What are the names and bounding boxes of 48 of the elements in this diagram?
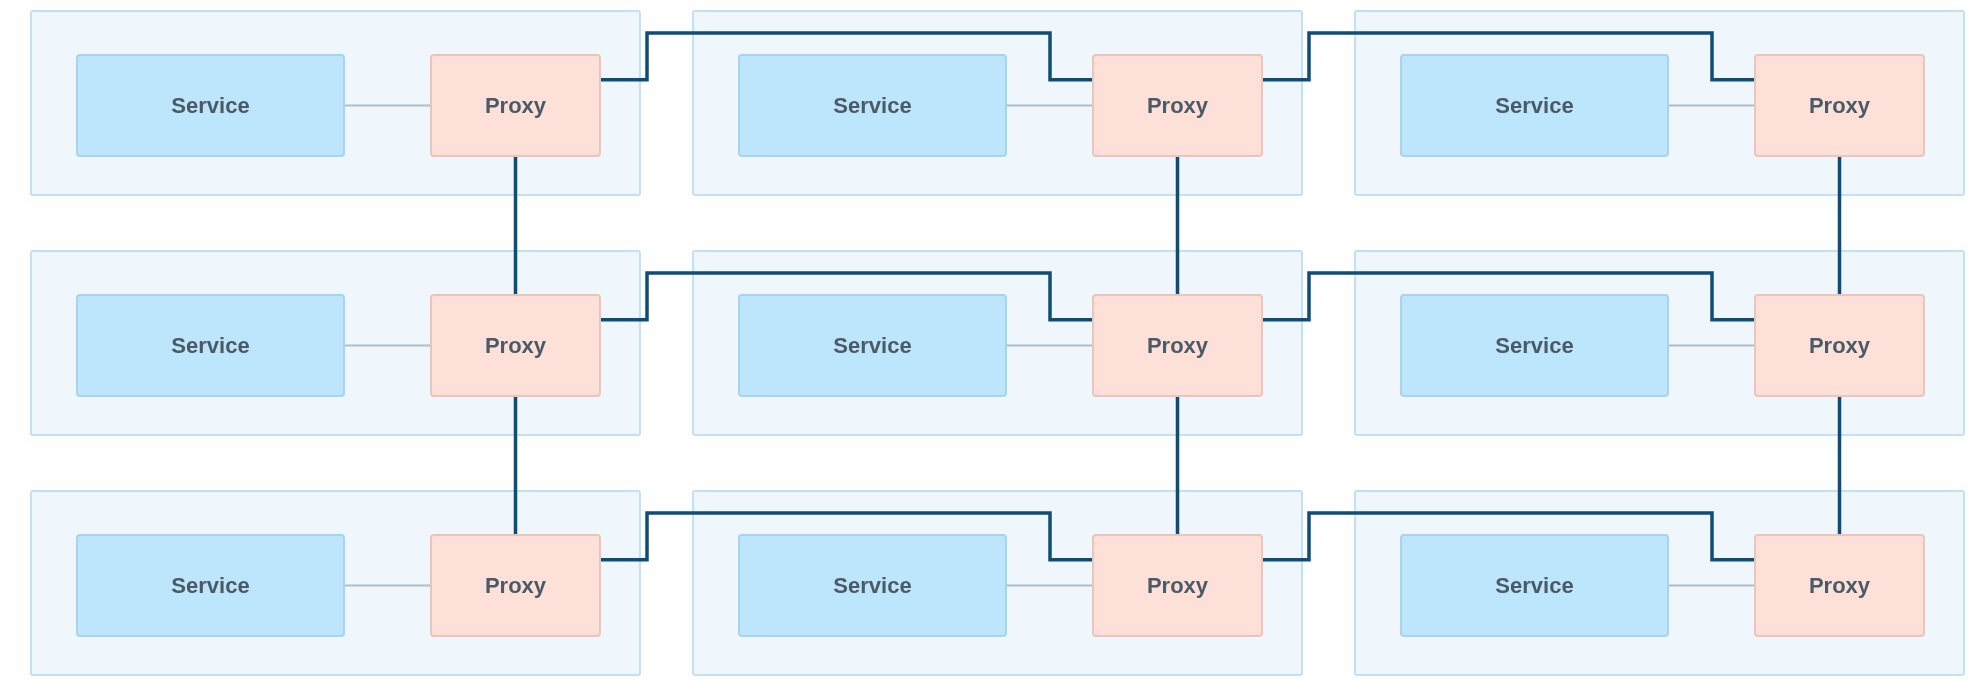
connector-line bbox=[601, 511, 1092, 562]
connector-line bbox=[1263, 31, 1754, 82]
proxy-box: Proxy bbox=[430, 54, 601, 157]
connector-line bbox=[1263, 511, 1754, 562]
proxy-box: Proxy bbox=[1754, 54, 1925, 157]
connector-line bbox=[513, 397, 518, 534]
connector-line bbox=[1006, 584, 1093, 587]
connector-line bbox=[1263, 271, 1754, 322]
pod-panel bbox=[30, 250, 641, 436]
connector-line bbox=[1006, 104, 1093, 107]
pod-panel bbox=[1354, 250, 1965, 436]
connector-line bbox=[1175, 157, 1180, 294]
connector-line bbox=[1006, 344, 1093, 347]
service-box: Service bbox=[76, 534, 345, 637]
connector-line bbox=[601, 271, 1092, 322]
proxy-box: Proxy bbox=[1092, 534, 1263, 637]
proxy-box: Proxy bbox=[1754, 294, 1925, 397]
pod-panel bbox=[30, 490, 641, 676]
service-box: Service bbox=[738, 294, 1007, 397]
service-box: Service bbox=[1400, 534, 1669, 637]
proxy-box: Proxy bbox=[1754, 534, 1925, 637]
pod-panel bbox=[692, 10, 1303, 196]
connector-line bbox=[513, 157, 518, 294]
connector-line bbox=[1668, 584, 1755, 587]
proxy-box: Proxy bbox=[1092, 294, 1263, 397]
service-box: Service bbox=[1400, 294, 1669, 397]
connector-line bbox=[344, 344, 431, 347]
connector-line bbox=[344, 104, 431, 107]
pod-panel bbox=[692, 490, 1303, 676]
connector-line bbox=[1668, 344, 1755, 347]
proxy-box: Proxy bbox=[430, 534, 601, 637]
proxy-box: Proxy bbox=[430, 294, 601, 397]
service-box: Service bbox=[76, 294, 345, 397]
proxy-box: Proxy bbox=[1092, 54, 1263, 157]
service-box: Service bbox=[738, 54, 1007, 157]
service-box: Service bbox=[1400, 54, 1669, 157]
service-box: Service bbox=[76, 54, 345, 157]
service-box: Service bbox=[738, 534, 1007, 637]
connector-line bbox=[1175, 397, 1180, 534]
connector-line bbox=[601, 31, 1092, 82]
pod-panel bbox=[692, 250, 1303, 436]
connector-line bbox=[1837, 397, 1842, 534]
connector-line bbox=[1668, 104, 1755, 107]
connector-line bbox=[1837, 157, 1842, 294]
connector-line bbox=[344, 584, 431, 587]
pod-panel bbox=[30, 10, 641, 196]
pod-panel bbox=[1354, 10, 1965, 196]
pod-panel bbox=[1354, 490, 1965, 676]
